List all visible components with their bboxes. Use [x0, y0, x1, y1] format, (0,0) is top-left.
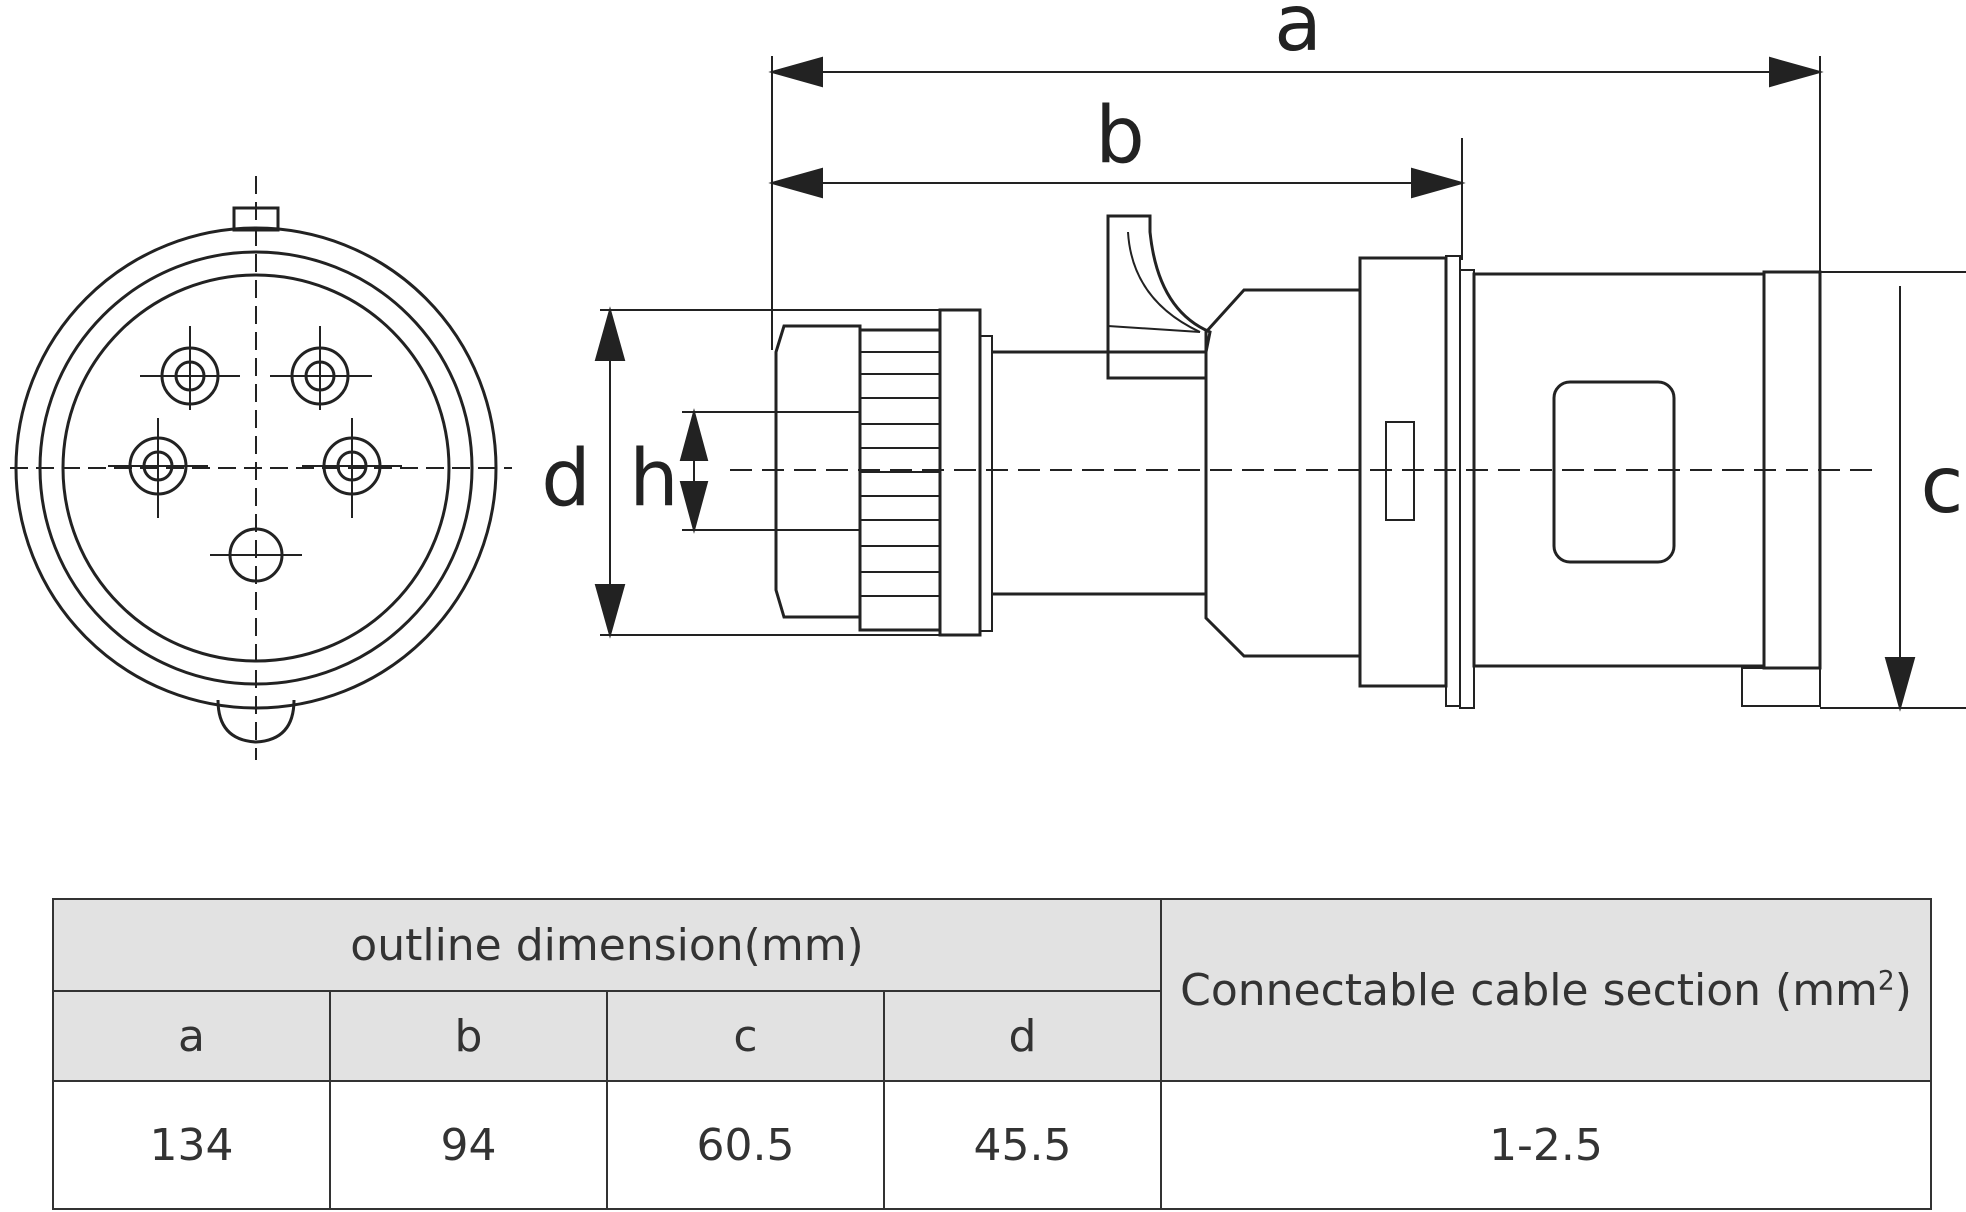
label-a: a [1274, 0, 1322, 69]
label-d: d [541, 434, 591, 524]
front-pin-1 [140, 326, 240, 410]
column-header-b: b [329, 990, 608, 1082]
label-c: c [1921, 441, 1964, 531]
body-taper [1204, 288, 1362, 658]
column-header-d: d [883, 990, 1162, 1082]
front-pin-2 [270, 326, 372, 410]
front-pin-earth [210, 527, 302, 583]
value-c: 60.5 [606, 1080, 885, 1210]
side-view [730, 214, 1880, 709]
locking-ring [1358, 256, 1448, 688]
column-header-a: a [52, 990, 331, 1082]
front-pin-3 [108, 418, 208, 518]
neck [992, 350, 1206, 596]
outline-dimension-header: outline dimension(mm) [52, 898, 1162, 992]
front-bottom-lobe [216, 699, 296, 744]
label-b: b [1095, 91, 1145, 181]
value-a: 134 [52, 1080, 331, 1210]
front-pin-4 [302, 418, 402, 518]
column-header-c: c [606, 990, 885, 1082]
dimension-table: outline dimension(mm) Connectable cable … [52, 898, 1932, 1210]
latch-hook [1106, 214, 1212, 380]
label-h: h [629, 434, 678, 524]
label-window [1552, 380, 1676, 564]
connector-drawing: a b d h c [10, 0, 1966, 760]
front-collar [774, 324, 862, 619]
dimension-lines [594, 56, 1966, 712]
value-b: 94 [329, 1080, 608, 1210]
collar-flange [938, 308, 982, 637]
value-d: 45.5 [883, 1080, 1162, 1210]
front-view [10, 176, 512, 760]
cable-section-value: 1-2.5 [1160, 1080, 1932, 1210]
cable-section-header: Connectable cable section (mm2) [1160, 898, 1932, 1082]
